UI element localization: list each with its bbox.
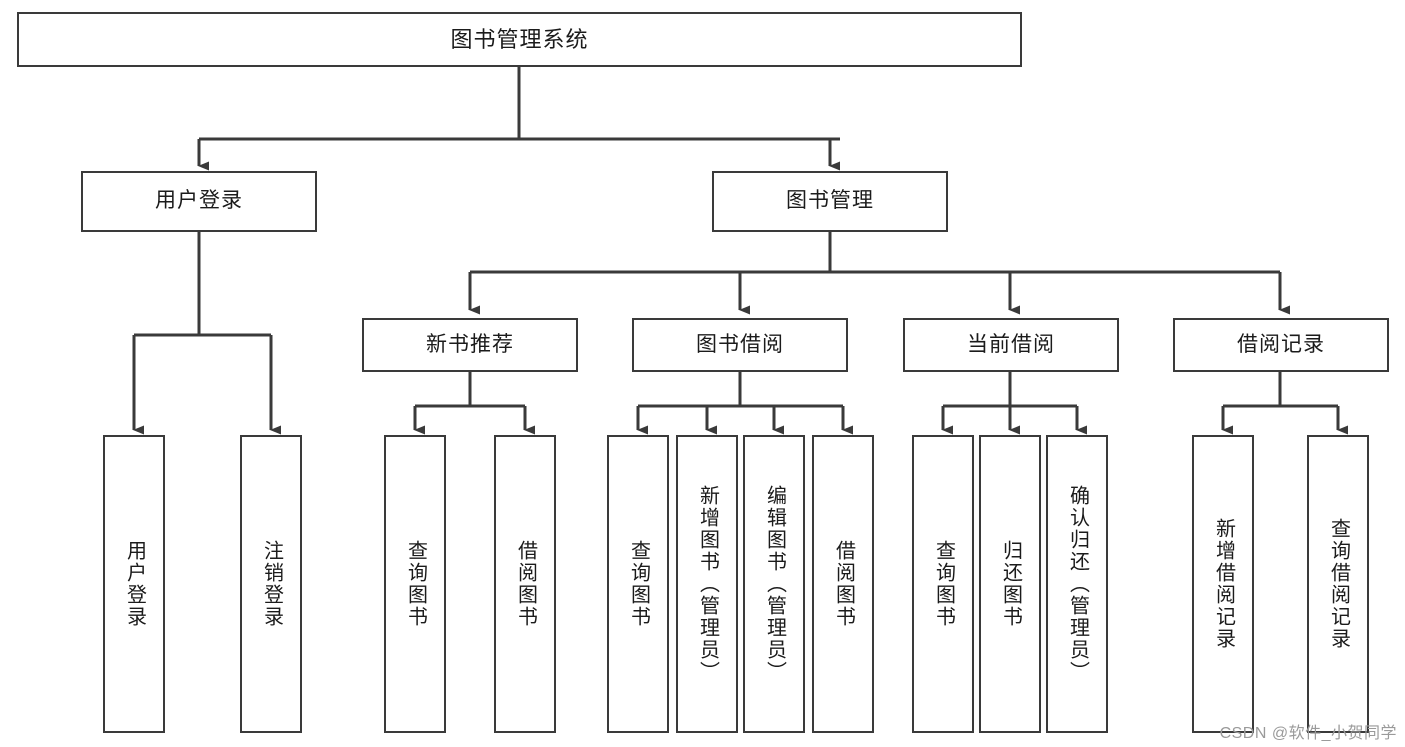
node-book-management[interactable]: 图书管理 — [712, 171, 948, 232]
node-borrow-record-label: 借阅记录 — [1237, 332, 1325, 356]
node-leaf-current-return-book[interactable]: 归还图书 — [979, 435, 1041, 733]
node-leaf-borrow-borrow-book[interactable]: 借阅图书 — [812, 435, 874, 733]
node-leaf-borrow-add-book[interactable]: 新增图书（管理员） — [676, 435, 738, 733]
node-leaf-user-login-login-label: 用户登录 — [123, 540, 146, 628]
node-root-system[interactable]: 图书管理系统 — [17, 12, 1022, 67]
node-leaf-recommend-borrow-book-label: 借阅图书 — [514, 540, 537, 628]
node-current-borrow-label: 当前借阅 — [967, 332, 1055, 356]
node-leaf-recommend-query-book-label: 查询图书 — [404, 540, 427, 628]
node-root-system-label: 图书管理系统 — [450, 26, 589, 52]
node-leaf-user-login-logout-label: 注销登录 — [260, 540, 283, 628]
node-leaf-borrow-query-book[interactable]: 查询图书 — [607, 435, 669, 733]
node-borrow-record[interactable]: 借阅记录 — [1173, 318, 1389, 372]
node-leaf-current-query-book[interactable]: 查询图书 — [912, 435, 974, 733]
node-new-book-recommend-label: 新书推荐 — [426, 332, 514, 356]
node-book-management-label: 图书管理 — [786, 189, 874, 213]
node-leaf-current-confirm-return-label: 确认归还（管理员） — [1066, 485, 1089, 683]
node-leaf-borrow-borrow-book-label: 借阅图书 — [832, 540, 855, 628]
node-leaf-recommend-borrow-book[interactable]: 借阅图书 — [494, 435, 556, 733]
node-leaf-record-query-record-label: 查询借阅记录 — [1327, 518, 1350, 650]
node-leaf-record-add-record-label: 新增借阅记录 — [1212, 518, 1235, 650]
node-leaf-current-return-book-label: 归还图书 — [999, 540, 1022, 628]
node-leaf-borrow-query-book-label: 查询图书 — [627, 540, 650, 628]
node-leaf-current-confirm-return[interactable]: 确认归还（管理员） — [1046, 435, 1108, 733]
csdn-watermark: CSDN @软件_小贺同学 — [1219, 725, 1397, 742]
node-leaf-borrow-edit-book-label: 编辑图书（管理员） — [763, 485, 786, 683]
node-user-login-label: 用户登录 — [155, 189, 243, 213]
node-new-book-recommend[interactable]: 新书推荐 — [362, 318, 578, 372]
node-leaf-borrow-add-book-label: 新增图书（管理员） — [696, 485, 719, 683]
node-leaf-recommend-query-book[interactable]: 查询图书 — [384, 435, 446, 733]
node-leaf-borrow-edit-book[interactable]: 编辑图书（管理员） — [743, 435, 805, 733]
node-leaf-user-login-login[interactable]: 用户登录 — [103, 435, 165, 733]
node-user-login[interactable]: 用户登录 — [81, 171, 317, 232]
node-leaf-user-login-logout[interactable]: 注销登录 — [240, 435, 302, 733]
node-book-borrow[interactable]: 图书借阅 — [632, 318, 848, 372]
node-current-borrow[interactable]: 当前借阅 — [903, 318, 1119, 372]
node-book-borrow-label: 图书借阅 — [696, 332, 784, 356]
node-leaf-record-add-record[interactable]: 新增借阅记录 — [1192, 435, 1254, 733]
node-leaf-current-query-book-label: 查询图书 — [932, 540, 955, 628]
node-leaf-record-query-record[interactable]: 查询借阅记录 — [1307, 435, 1369, 733]
